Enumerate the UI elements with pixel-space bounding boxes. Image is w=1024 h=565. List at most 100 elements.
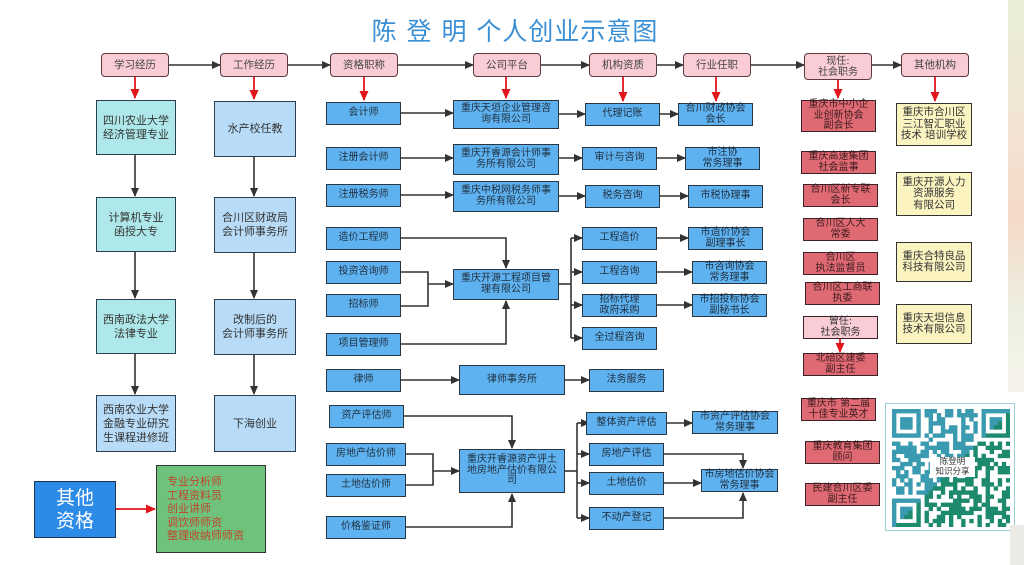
qr-module: [969, 409, 974, 414]
qr-module: [985, 409, 990, 414]
qr-module: [896, 486, 901, 491]
qr-module: [973, 449, 978, 455]
qr-module: [973, 445, 978, 450]
qr-module: [989, 409, 995, 414]
qr-module: [961, 445, 966, 450]
qualification-item: 投资咨询师: [326, 261, 401, 284]
qr-module: [892, 449, 897, 455]
industry-post-item: 市资产评估协会 常务理事: [692, 411, 778, 434]
qr-module: [908, 490, 913, 495]
qr-module: [1005, 425, 1010, 430]
qualification-item: 造价工程师: [326, 227, 401, 250]
qr-module: [957, 498, 962, 503]
qr-module: [924, 449, 929, 455]
qr-module: [969, 437, 974, 442]
qr-module: [1005, 409, 1010, 414]
qr-module: [892, 421, 897, 426]
qr-module: [948, 409, 954, 414]
qr-module: [904, 461, 909, 467]
qr-module: [904, 445, 909, 450]
industry-post-item: 合川财政协会 会长: [678, 103, 753, 126]
qr-module: [981, 421, 986, 426]
qr-module: [940, 502, 946, 507]
qr-module: [908, 506, 913, 512]
qr-module: [940, 433, 946, 438]
qr-module: [977, 518, 982, 524]
qr-module: [997, 409, 1003, 414]
qr-module: [924, 482, 929, 487]
qr-module: [1001, 409, 1007, 414]
qr-module: [920, 461, 925, 467]
qr-module: [965, 413, 970, 418]
qr-module: [985, 510, 990, 516]
qr-module: [973, 425, 978, 430]
qr-module: [936, 518, 942, 524]
qr-module: [1001, 514, 1007, 520]
qr-module: [924, 413, 929, 418]
qr-module: [981, 441, 986, 446]
qr-module: [985, 465, 990, 471]
qr-module: [916, 514, 921, 520]
qr-code[interactable]: 陈登明 知识分享: [885, 403, 1015, 531]
qr-module: [977, 498, 982, 503]
qr-module: [985, 457, 990, 463]
qr-module: [969, 510, 974, 516]
qr-module: [944, 441, 950, 446]
qr-module: [961, 417, 966, 422]
qr-module: [908, 522, 913, 527]
qr-module: [920, 449, 925, 455]
qr-module: [1001, 494, 1007, 499]
qr-module: [916, 421, 921, 426]
qr-module: [965, 482, 970, 487]
qr-module: [1001, 502, 1007, 507]
qr-module: [1005, 518, 1010, 524]
qr-module: [981, 453, 986, 459]
qr-module: [936, 445, 942, 450]
current-post-item: 重庆市中小企 业创新协会 副会长: [801, 100, 876, 132]
qr-module: [896, 433, 901, 438]
qr-module: [928, 482, 933, 487]
qr-module: [985, 482, 990, 487]
qr-module: [993, 506, 999, 512]
qr-module: [900, 486, 905, 491]
qr-module: [953, 502, 958, 507]
qr-module: [957, 453, 962, 459]
qr-module: [904, 510, 909, 516]
qr-module: [989, 506, 995, 512]
qr-module: [928, 437, 933, 442]
institution-item: 土地估价: [589, 472, 664, 495]
qr-module: [944, 413, 950, 418]
qr-module: [896, 490, 901, 495]
qr-module: [977, 441, 982, 446]
header-institution: 机构资质: [589, 53, 657, 77]
qr-module: [916, 502, 921, 507]
qr-module: [1005, 433, 1010, 438]
flow-arrow: [401, 300, 510, 345]
qr-module: [928, 490, 933, 495]
qr-module: [908, 409, 913, 414]
qr-module: [953, 498, 958, 503]
institution-item: 全过程咨询: [582, 327, 657, 350]
qr-module: [953, 445, 958, 450]
header-education: 学习经历: [101, 53, 169, 77]
qr-module: [961, 486, 966, 491]
qr-module: [969, 417, 974, 422]
work-item: 下海创业: [214, 395, 296, 452]
qr-module: [908, 441, 913, 446]
qr-module: [985, 461, 990, 467]
qr-module: [993, 433, 999, 438]
qr-module: [896, 474, 901, 479]
qr-module: [908, 461, 913, 467]
qr-module: [973, 429, 978, 434]
institution-item: 工程造价: [582, 227, 657, 250]
qr-module: [965, 478, 970, 483]
qr-module: [953, 482, 958, 487]
qr-module: [989, 518, 995, 524]
qr-module: [993, 486, 999, 491]
qr-module: [997, 453, 1003, 459]
qr-module: [924, 518, 929, 524]
qr-module: [985, 478, 990, 483]
qr-module: [953, 433, 958, 438]
qr-module: [932, 486, 938, 491]
qr-module: [896, 470, 901, 475]
